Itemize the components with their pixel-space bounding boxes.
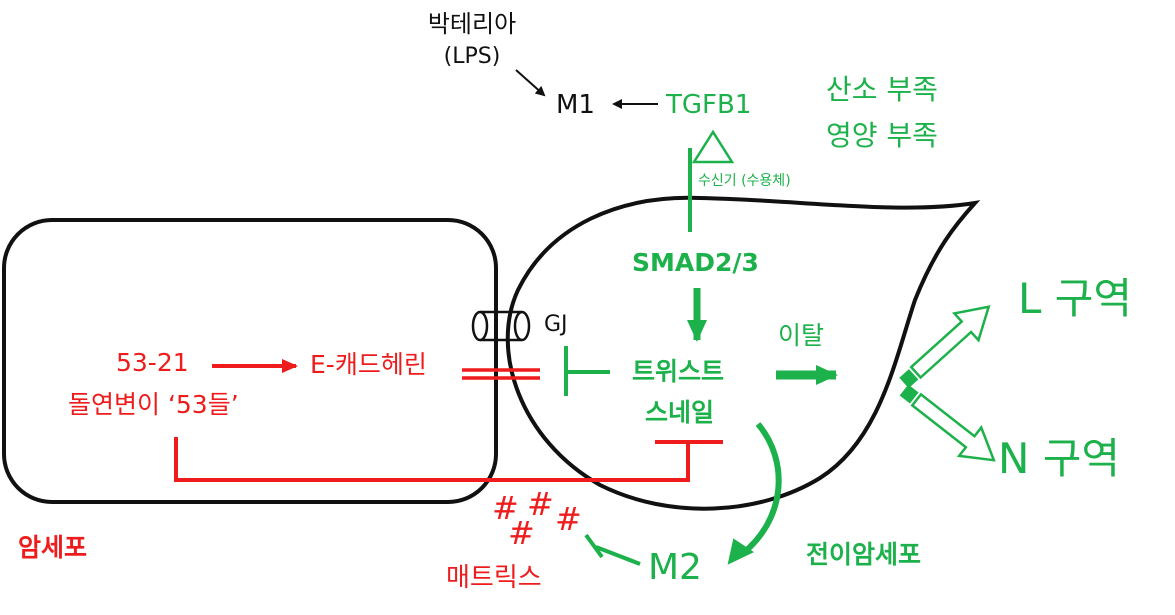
metastatic-cell-label: 전이암세포 xyxy=(806,540,922,569)
matrix-hash-icon: # xyxy=(492,489,519,527)
snail-to-m2-arrow xyxy=(740,422,782,557)
hypoxia-label: 산소 부족 xyxy=(826,73,938,106)
malnutrition-label: 영양 부족 xyxy=(826,119,938,152)
twist-label: 트위스트 xyxy=(632,357,725,386)
matrix-hash-icon: # xyxy=(555,500,582,538)
detach-label: 이탈 xyxy=(778,321,825,350)
snail-to-m2-arrowhead xyxy=(727,538,755,565)
e-cadherin-label: E-캐드헤린 xyxy=(310,350,427,379)
mutant-name-label: 돌연변이 ‘53들’ xyxy=(68,390,239,419)
n-zone-label: N 구역 xyxy=(998,434,1121,483)
matrix-hash-icon: # xyxy=(508,514,535,552)
tgfb1-label: TGFB1 xyxy=(666,90,752,120)
receptor-icon xyxy=(688,129,735,232)
bacteria-label: 박테리아 xyxy=(427,10,517,38)
lps-to-m1-arrow xyxy=(515,69,546,97)
gj-label: GJ xyxy=(544,312,568,337)
gap-junction-icon xyxy=(471,310,531,342)
mutant-inhibit-snail xyxy=(174,437,723,482)
metastatic-cell-outline xyxy=(505,195,981,511)
l-zone-arrow xyxy=(899,305,991,389)
mutant-code-label: 53-21 xyxy=(116,348,189,377)
cancer-cell-label: 암세포 xyxy=(18,533,88,562)
l-zone-label: L 구역 xyxy=(1018,274,1133,323)
cancer-cell-outline xyxy=(2,218,498,504)
matrix-label: 매트릭스 xyxy=(446,563,542,593)
smad-label: SMAD2/3 xyxy=(632,248,759,277)
receptor-label: 수신기 (수용체) xyxy=(698,173,791,189)
m2-inhibit-matrix xyxy=(584,533,641,566)
lps-label: (LPS) xyxy=(443,44,501,69)
m1-label: M1 xyxy=(556,90,595,120)
e-cadherin-bars xyxy=(462,368,540,380)
m2-label: M2 xyxy=(648,547,702,588)
twist-inhibit-cadherin xyxy=(564,346,610,396)
matrix-hash-icon: # xyxy=(527,485,554,523)
snail-label: 스네일 xyxy=(645,398,715,427)
n-zone-arrow xyxy=(899,384,996,462)
